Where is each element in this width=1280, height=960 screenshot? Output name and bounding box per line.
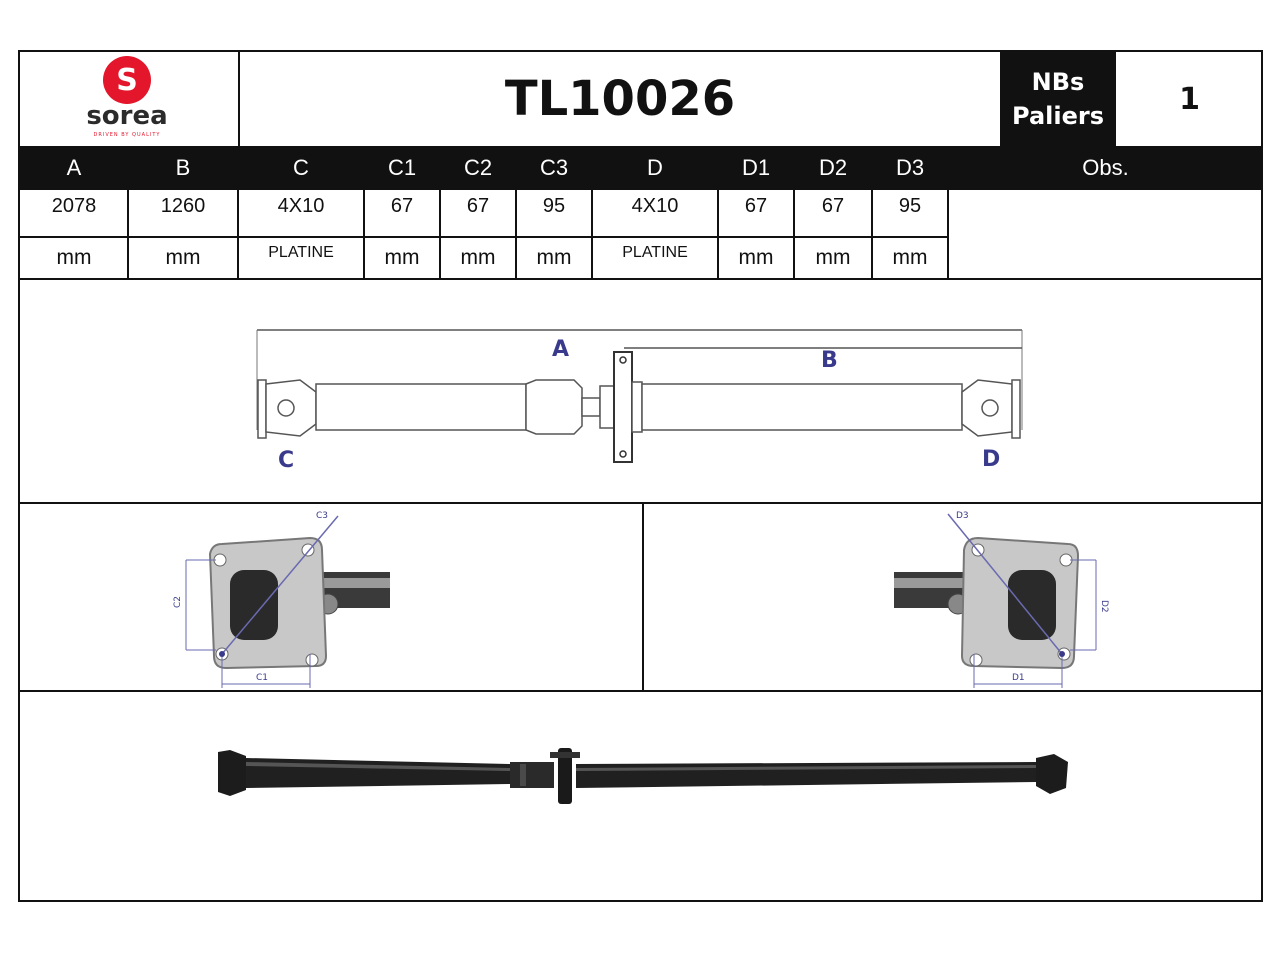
unit-c3: mm <box>536 246 572 269</box>
table-divider <box>237 190 239 280</box>
spec-header-row: A B C C1 C2 C3 D D1 D2 D3 Obs. <box>20 146 1263 190</box>
flange-left-diagram: C2 C1 C3 <box>173 511 390 688</box>
header-d3: D3 <box>895 155 925 180</box>
header-c2: C2 <box>463 155 493 180</box>
section-divider <box>642 504 644 690</box>
unit-d2: mm <box>815 246 851 269</box>
logo-cell: S sorea DRIVEN BY QUALITY <box>20 52 240 146</box>
table-divider <box>515 190 517 280</box>
flange-rubber-pad <box>1008 570 1056 640</box>
table-bottom-border <box>20 278 1263 280</box>
table-divider <box>127 190 129 280</box>
photo-right-yoke <box>1036 754 1068 794</box>
photo-center-bearing <box>558 748 572 804</box>
flange-right-diagram: D2 D1 D3 <box>894 511 1109 688</box>
value-c2: 67 <box>466 195 490 217</box>
bearings-label-line2: Paliers <box>1012 102 1104 130</box>
bearings-label-cell: NBs Paliers <box>1000 52 1116 146</box>
flange-label-c3: C3 <box>316 511 328 521</box>
part-number-title: TL10026 <box>504 71 736 127</box>
value-d2: 67 <box>821 195 845 217</box>
dimension-label-d: D <box>982 447 1000 472</box>
spec-values-row: 2078 1260 4X10 67 67 95 4X10 67 67 95 <box>20 190 948 238</box>
photo-left-tube <box>246 758 510 788</box>
table-divider <box>20 236 948 238</box>
flange-right-panel: D2 D1 D3 <box>644 504 1263 690</box>
header-b: B <box>175 155 191 180</box>
flange-rubber-pad <box>230 570 278 640</box>
section-divider <box>20 502 1263 504</box>
dimension-label-c: C <box>278 448 294 473</box>
photo-left-yoke <box>218 750 246 796</box>
product-photo-panel <box>20 692 1263 902</box>
flange-label-c1: C1 <box>256 673 268 683</box>
unit-c: PLATINE <box>268 244 334 261</box>
header-c: C <box>293 155 309 180</box>
value-d: 4X10 <box>631 195 679 217</box>
table-divider <box>439 190 441 280</box>
value-a: 2078 <box>51 195 97 217</box>
logo-tagline: DRIVEN BY QUALITY <box>94 132 161 138</box>
unit-a: mm <box>56 246 92 269</box>
flange-label-d3: D3 <box>956 511 969 521</box>
sorea-logo: S sorea DRIVEN BY QUALITY <box>86 56 168 138</box>
value-c: 4X10 <box>277 195 325 217</box>
value-c1: 67 <box>390 195 414 217</box>
obs-cell <box>948 190 1263 280</box>
shaft-diagram: A B C D <box>256 329 1023 473</box>
unit-d1: mm <box>738 246 774 269</box>
header-c1: C1 <box>387 155 417 180</box>
header-d1: D1 <box>741 155 771 180</box>
spec-units-row: mm mm PLATINE mm mm mm PLATINE mm mm mm <box>20 238 948 280</box>
product-sheet: S sorea DRIVEN BY QUALITY TL10026 NBs Pa… <box>18 50 1263 902</box>
logo-brand: sorea <box>86 101 167 131</box>
header-d: D <box>647 155 663 180</box>
bearings-count: 1 <box>1179 81 1200 117</box>
flange-label-d2: D2 <box>1099 600 1109 613</box>
table-divider <box>871 190 873 280</box>
dimension-label-a: A <box>552 337 569 362</box>
table-divider <box>591 190 593 280</box>
flange-label-d1: D1 <box>1012 673 1025 683</box>
flange-label-c2: C2 <box>173 596 183 608</box>
unit-c2: mm <box>460 246 496 269</box>
table-divider <box>793 190 795 280</box>
shaft-diagram-panel: A B C D <box>20 280 1263 503</box>
table-divider <box>363 190 365 280</box>
logo-mark <box>103 56 151 104</box>
table-divider <box>717 190 719 280</box>
bearings-label-line1: NBs <box>1031 68 1085 96</box>
unit-b: mm <box>165 246 201 269</box>
section-divider <box>20 690 1263 692</box>
unit-c1: mm <box>384 246 420 269</box>
header-d2: D2 <box>818 155 848 180</box>
product-photo <box>218 748 1068 804</box>
flange-left-panel: C2 C1 C3 <box>20 504 642 690</box>
unit-d3: mm <box>892 246 928 269</box>
unit-d: PLATINE <box>622 244 688 261</box>
logo-mark-letter: S <box>116 63 138 98</box>
table-divider <box>947 190 949 280</box>
header-obs: Obs. <box>1082 155 1129 180</box>
value-c3: 95 <box>542 195 566 217</box>
value-d3: 95 <box>898 195 922 217</box>
value-b: 1260 <box>160 195 206 217</box>
value-d1: 67 <box>744 195 768 217</box>
header-c3: C3 <box>539 155 569 180</box>
header-a: A <box>66 155 82 180</box>
dimension-label-b: B <box>821 348 838 373</box>
